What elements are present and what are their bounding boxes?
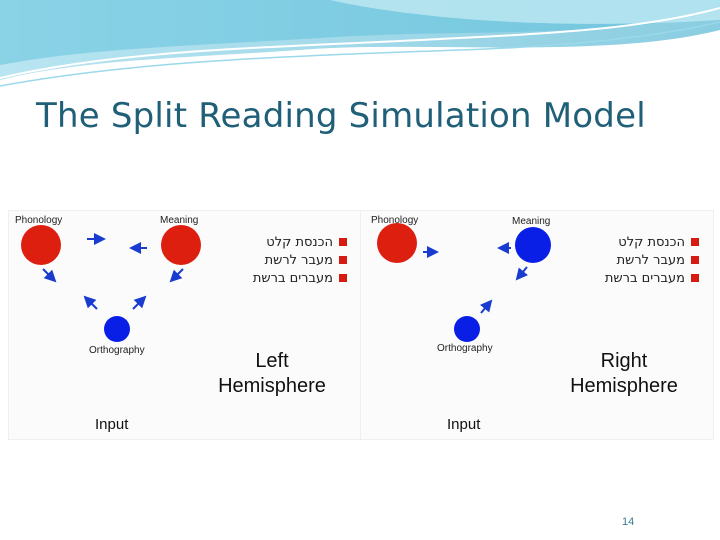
hemisphere-label: Right Hemisphere [570, 350, 678, 397]
arrow-phonology-down [42, 268, 57, 283]
meaning-node [161, 225, 201, 265]
arrow-orthography-to-meaning [132, 295, 147, 310]
arrow-orthography-to-phonology [83, 295, 98, 310]
orthography-label: Orthography [89, 345, 145, 356]
phonology-node [21, 225, 61, 265]
hemisphere-label: Left Hemisphere [218, 350, 326, 397]
legend: הכנסת קלט מעבר לרשת מעברים ברשת [253, 233, 347, 287]
phonology-node [377, 223, 417, 263]
orthography-node [454, 316, 480, 342]
legend-item-transfer: מעבר לרשת [253, 251, 347, 269]
right-network-diagram [377, 223, 551, 342]
input-label: Input [447, 416, 481, 433]
slide-title: The Split Reading Simulation Model [36, 96, 646, 136]
legend-item-transfer: מעבר לרשת [605, 251, 699, 269]
orthography-node [104, 316, 130, 342]
left-network-diagram [21, 225, 201, 342]
legend-square-icon [691, 256, 699, 264]
legend-square-icon [339, 274, 347, 282]
left-hemisphere-panel: Phonology Meaning Orthography הכנסת קלט … [8, 210, 362, 440]
legend-square-icon [691, 238, 699, 246]
header-wave-banner [0, 0, 720, 87]
phonology-label: Phonology [15, 215, 63, 226]
legend-item-input: הכנסת קלט [605, 233, 699, 251]
legend-square-icon [691, 274, 699, 282]
legend-square-icon [339, 238, 347, 246]
legend-item-input: הכנסת קלט [253, 233, 347, 251]
arrow-meaning-down [515, 266, 529, 281]
input-label: Input [95, 416, 129, 433]
arrow-meaning-down [169, 268, 184, 283]
page-number: 14 [622, 516, 635, 528]
meaning-label: Meaning [160, 215, 199, 226]
legend-item-internal: מעברים ברשת [605, 269, 699, 287]
legend: הכנסת קלט מעבר לרשת מעברים ברשת [605, 233, 699, 287]
right-hemisphere-panel: Phonology Meaning Orthography הכנסת קלט … [360, 210, 714, 440]
arrow-orthography-to-meaning [479, 299, 493, 314]
meaning-label: Meaning [512, 216, 551, 227]
phonology-label: Phonology [371, 215, 419, 226]
legend-square-icon [339, 256, 347, 264]
orthography-label: Orthography [437, 343, 493, 354]
legend-item-internal: מעברים ברשת [253, 269, 347, 287]
meaning-node [515, 227, 551, 263]
